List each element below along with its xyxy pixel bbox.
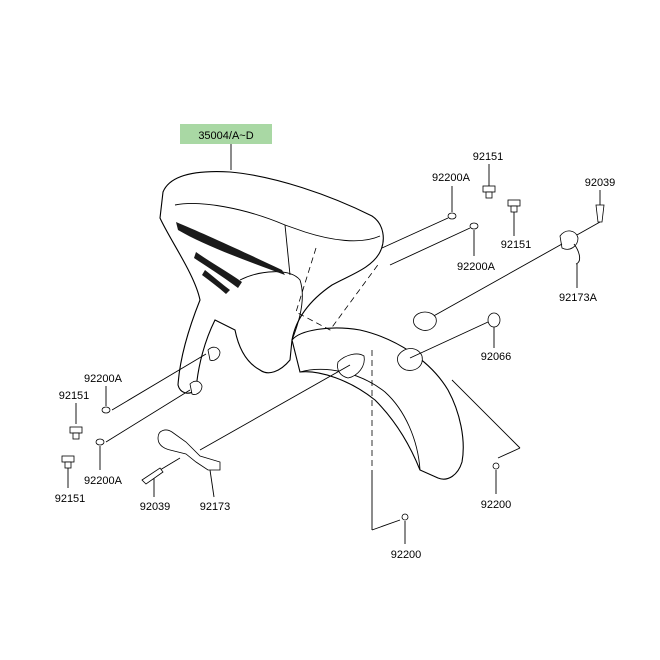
main-part-label: 35004/A~D (198, 130, 253, 142)
bracket-92173A[interactable]: 92173A (429, 230, 598, 319)
svg-text:92200: 92200 (481, 499, 512, 511)
clip-92039-left[interactable]: 92039 (140, 457, 181, 513)
svg-text:92039: 92039 (585, 177, 616, 189)
washer-92200A-top-right-1[interactable]: 92200A (432, 172, 471, 220)
washer-92200-right[interactable]: 92200 (451, 379, 521, 511)
fender-mount-right (413, 311, 437, 331)
bracket-92173[interactable]: 92173 (157, 364, 351, 513)
bolt-92151-top-right-2[interactable]: 92151 (501, 199, 532, 251)
svg-text:92151: 92151 (473, 151, 504, 163)
bolt-92151-top-right[interactable]: 92151 (473, 151, 504, 199)
svg-text:92200A: 92200A (84, 475, 123, 487)
svg-text:92039: 92039 (140, 501, 171, 513)
bolt-92151-left-2[interactable]: 92151 (55, 455, 86, 505)
svg-text:92151: 92151 (501, 239, 532, 251)
svg-text:92173A: 92173A (559, 292, 598, 304)
bolt-92151-left-1[interactable]: 92151 (59, 390, 90, 440)
washer-92200A-top-right-2[interactable]: 92200A (457, 222, 496, 273)
svg-text:92173: 92173 (200, 501, 231, 513)
svg-text:92151: 92151 (59, 390, 90, 402)
main-part-callout[interactable]: 35004/A~D (180, 124, 272, 170)
svg-text:92066: 92066 (481, 351, 512, 363)
washer-92200A-left-2[interactable]: 92200A (84, 389, 191, 487)
svg-text:92200: 92200 (391, 549, 422, 561)
svg-text:92200A: 92200A (84, 373, 123, 385)
clip-92039-right[interactable]: 92039 (567, 177, 616, 241)
washer-92200-bottom[interactable]: 92200 (371, 470, 422, 561)
svg-text:92151: 92151 (55, 493, 86, 505)
svg-text:92200A: 92200A (432, 172, 471, 184)
grommet-92066[interactable]: 92066 (397, 312, 512, 371)
washer-92200A-left-1[interactable]: 92200A (84, 353, 207, 414)
svg-text:92200A: 92200A (457, 261, 496, 273)
main-part-highlight (180, 124, 272, 144)
